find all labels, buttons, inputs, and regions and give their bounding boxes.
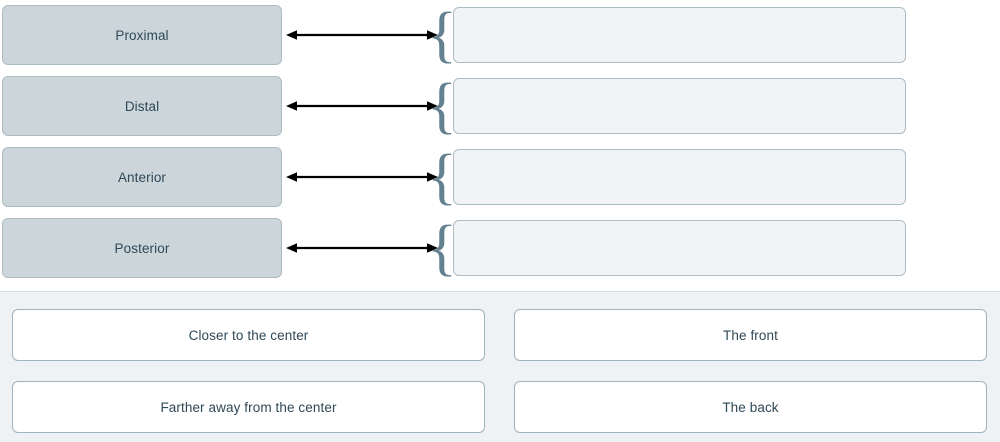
match-row: Posterior { [0,214,1000,282]
answer-bank: Closer to the center The front Farther a… [0,291,1000,442]
term-box-proximal[interactable]: Proximal [2,5,282,65]
double-headed-arrow-icon [286,5,438,65]
match-row: Proximal { [0,1,1000,69]
double-headed-arrow-icon [286,76,438,136]
brace-icon: { [427,214,457,282]
answer-option-card[interactable]: The front [514,309,987,361]
term-box-anterior[interactable]: Anterior [2,147,282,207]
double-headed-arrow-icon [286,147,438,207]
drop-zone-anterior[interactable] [453,149,906,205]
term-label: Proximal [115,27,169,43]
term-box-distal[interactable]: Distal [2,76,282,136]
answer-option-card[interactable]: Farther away from the center [12,381,485,433]
term-label: Anterior [117,169,167,185]
answer-option-card[interactable]: Closer to the center [12,309,485,361]
brace-icon: { [427,72,457,140]
double-headed-arrow-icon [286,218,438,278]
drop-zone-proximal[interactable] [453,7,906,63]
drop-zone-distal[interactable] [453,78,906,134]
answer-bank-grid: Closer to the center The front Farther a… [0,292,1000,442]
brace-icon: { [427,143,457,211]
term-label: Distal [124,98,160,114]
match-rows-area: Proximal { Distal [0,1,1000,282]
answer-option-card[interactable]: The back [514,381,987,433]
match-row: Distal { [0,72,1000,140]
brace-icon: { [427,1,457,69]
term-label: Posterior [114,240,170,256]
match-row: Anterior { [0,143,1000,211]
drop-zone-posterior[interactable] [453,220,906,276]
term-box-posterior[interactable]: Posterior [2,218,282,278]
